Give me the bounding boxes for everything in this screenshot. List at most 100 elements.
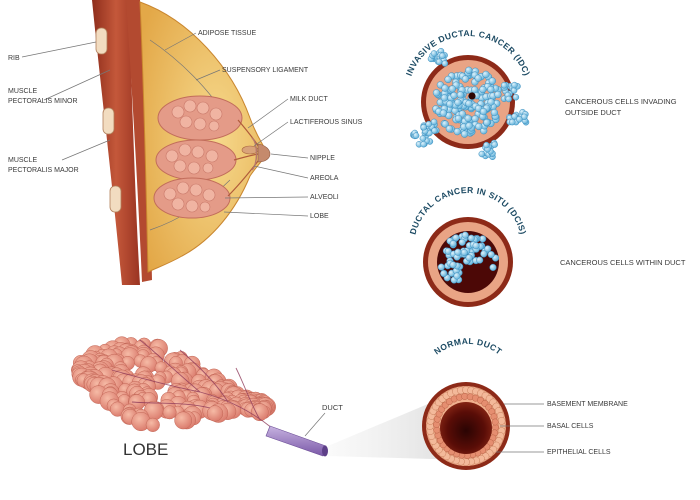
cancer-cell [460,130,469,138]
duct-tube [265,425,327,457]
breast-cross-section [92,0,271,285]
cancer-cell [464,114,472,122]
invading-cancer-cell [439,52,446,60]
cancer-cell [482,70,490,79]
label-basal-cells: BASAL CELLS [547,423,594,430]
basal-cell [497,417,506,425]
cancer-cell [475,122,483,131]
invading-cancer-cell [419,135,427,142]
invading-cancer-cell [491,141,498,148]
cancer-cell [480,250,488,258]
cancer-cell [432,89,441,97]
lobe-alveolus [250,403,269,422]
invading-cancer-cell [420,140,427,148]
normal-epithelial-cells [426,386,506,466]
normal-lumen [440,402,492,454]
cancer-cell [490,108,499,117]
cancer-cell [483,118,491,127]
lobe-alveoli-cluster [71,336,276,432]
cancer-cell [465,66,473,74]
invading-cancer-cell [483,141,490,149]
cancer-cell [458,238,466,246]
glandular-lobes [153,95,243,219]
idc-illustration: INVASIVE DUCTAL CANCER (IDC) [404,28,532,161]
cancer-cell [449,240,457,248]
cancer-cell [454,98,462,107]
cancer-cell [487,98,495,106]
rib [109,185,122,213]
label-alveoli: ALVEOLI [310,194,339,201]
invading-cancer-cell [425,120,432,128]
cancer-cell [461,75,470,83]
idc-caption-line1: CANCEROUS CELLS INVADING [565,97,677,106]
cancer-cell [446,100,454,108]
cancer-cell [452,234,460,242]
cancer-cell [448,85,456,93]
pectoralis-major-muscle [92,0,140,285]
invading-cancer-cell [509,118,516,126]
invading-cancer-cell [478,150,486,158]
label-duct: DUCT [322,403,343,412]
lobe-ductules [111,339,273,429]
lobe-alveolus [206,405,224,422]
cancer-cell [440,94,449,102]
cancer-cell [484,245,492,253]
lobe-alveolus [145,417,160,432]
cancer-cell [494,90,502,99]
cancer-cell [440,269,448,278]
cancer-cell [453,272,461,280]
label-muscle-major-1: MUSCLE [8,157,38,164]
cancer-cell [487,250,495,259]
normal-duct-illustration: NORMAL DUCT [422,336,510,470]
label-epithelial-cells: EPITHELIAL CELLS [547,449,611,456]
cancer-cell [479,107,488,116]
cancer-cell [476,256,484,264]
invading-cancer-cell [511,81,518,89]
label-lactiferous-sinus: LACTIFEROUS SINUS [290,119,363,126]
invading-cancer-cell [435,58,443,66]
rib [102,107,115,135]
cancer-cell [454,248,462,256]
invading-cancer-cell [516,116,523,123]
invading-cancer-cell [420,124,427,131]
cancer-cell [474,74,482,82]
cancer-cell [489,263,497,271]
lobe-alveolus [162,405,177,420]
invading-cancer-cell [412,132,420,139]
cancer-cell [465,122,473,130]
cancer-cell [449,261,457,269]
areola [251,137,258,171]
cancer-cell [454,114,463,123]
normal-duct-title: NORMAL DUCT [432,336,504,357]
cancer-cell [444,75,452,84]
label-areola: AREOLA [310,175,339,182]
label-muscle-minor-1: MUSCLE [8,88,38,95]
duct-tube-end [322,445,328,457]
cancer-cell [456,91,465,99]
invading-cancer-cell [512,93,520,101]
cancer-cell [487,85,495,94]
label-muscle-major-2: PECTORALIS MAJOR [8,167,79,174]
rib [95,27,108,55]
label-lobe: LOBE [310,213,329,220]
label-adipose-tissue: ADIPOSE TISSUE [198,30,257,37]
cancer-cell [445,125,454,133]
label-nipple: NIPPLE [310,155,335,162]
cancer-cell [439,109,448,117]
lobe-alveolus [174,411,193,430]
label-suspensory-ligament: SUSPENSORY LIGAMENT [222,67,309,74]
cancer-cell [488,77,496,85]
invading-cancer-cell [431,127,438,134]
cancer-cell [441,84,449,92]
lumen-remnant [468,92,476,100]
invading-cancer-cell [430,118,438,126]
anatomy-leaders [21,32,309,217]
invading-cancer-cell [505,95,512,103]
cancer-cell [472,242,480,250]
label-muscle-minor-2: PECTORALIS MINOR [8,98,78,105]
dcis-caption: CANCEROUS CELLS WITHIN DUCT [560,258,686,267]
cancer-cell [465,99,473,108]
label-lobe-large: LOBE [123,440,168,459]
cancer-cell [461,231,469,239]
